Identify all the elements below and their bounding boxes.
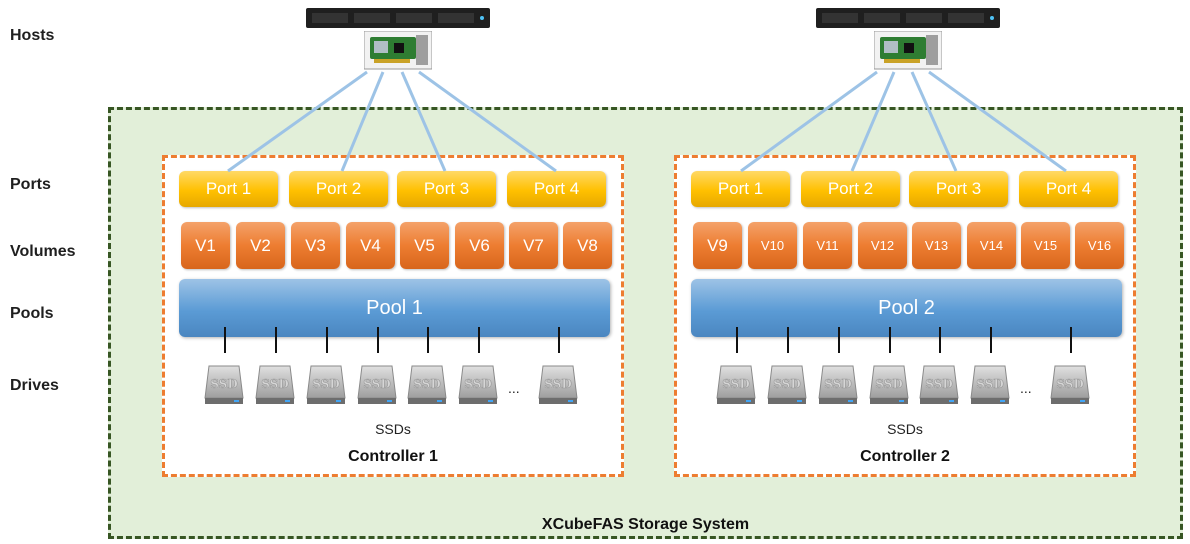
- controller-2: Port 1 Port 2 Port 3 Port 4 V9 V10 V11 V…: [674, 155, 1136, 477]
- link-h2-port2: [850, 71, 896, 172]
- c1-port-3: Port 3: [397, 171, 496, 207]
- link-h2-port3: [910, 71, 958, 172]
- c1-volume-3: V3: [291, 222, 340, 269]
- drive-connector: [224, 327, 226, 353]
- link-h2-port4: [928, 70, 1067, 173]
- svg-text:SSD: SSD: [413, 377, 440, 391]
- c1-pool: Pool 1: [179, 279, 610, 337]
- c2-volume-10: V10: [748, 222, 797, 269]
- c1-volume-7: V7: [509, 222, 558, 269]
- ssd-icon: SSD: [817, 364, 859, 406]
- link-h2-port1: [740, 70, 878, 173]
- c2-drives-ellipsis: ...: [1020, 380, 1032, 396]
- c2-port-1: Port 1: [691, 171, 790, 207]
- ssd-icon: SSD: [969, 364, 1011, 406]
- svg-text:SSD: SSD: [464, 377, 491, 391]
- row-label-pools: Pools: [10, 305, 54, 322]
- c2-volume-15: V15: [1021, 222, 1070, 269]
- c2-volume-11: V11: [803, 222, 852, 269]
- row-label-hosts: Hosts: [10, 27, 55, 44]
- drive-connector: [838, 327, 840, 353]
- c1-volume-1: V1: [181, 222, 230, 269]
- row-label-drives: Drives: [10, 377, 59, 394]
- c1-volume-4: V4: [346, 222, 395, 269]
- c2-pool: Pool 2: [691, 279, 1122, 337]
- ssd-icon: SSD: [356, 364, 398, 406]
- c1-ssds-label: SSDs: [375, 421, 411, 437]
- ssd-icon: SSD: [868, 364, 910, 406]
- c1-port-4: Port 4: [507, 171, 606, 207]
- svg-text:SSD: SSD: [210, 377, 237, 391]
- c2-volume-13: V13: [912, 222, 961, 269]
- c2-volume-9: V9: [693, 222, 742, 269]
- host-1: [306, 7, 490, 70]
- c1-port-1: Port 1: [179, 171, 278, 207]
- network-card-icon: [364, 31, 432, 70]
- link-h1-port3: [400, 71, 447, 172]
- drive-connector: [939, 327, 941, 353]
- c2-controller-label: Controller 2: [860, 448, 950, 465]
- drive-connector: [990, 327, 992, 353]
- link-h1-port1: [227, 70, 368, 173]
- c2-port-4: Port 4: [1019, 171, 1118, 207]
- ssd-icon: SSD: [918, 364, 960, 406]
- ssd-icon: SSD: [203, 364, 245, 406]
- c1-port-2: Port 2: [289, 171, 388, 207]
- svg-text:SSD: SSD: [544, 377, 571, 391]
- svg-text:SSD: SSD: [261, 377, 288, 391]
- storage-system-label: XCubeFAS Storage System: [541, 516, 750, 533]
- c1-volume-5: V5: [400, 222, 449, 269]
- server-icon: [816, 8, 1000, 28]
- link-h1-port4: [418, 70, 557, 173]
- drive-connector: [558, 327, 560, 353]
- drive-connector: [1070, 327, 1072, 353]
- ssd-icon: SSD: [766, 364, 808, 406]
- controller-1: Port 1 Port 2 Port 3 Port 4 V1 V2 V3 V4 …: [162, 155, 624, 477]
- drive-connector: [275, 327, 277, 353]
- ssd-icon: SSD: [457, 364, 499, 406]
- drive-connector: [326, 327, 328, 353]
- ssd-icon: SSD: [305, 364, 347, 406]
- c1-drives-ellipsis: ...: [508, 380, 520, 396]
- drive-connector: [889, 327, 891, 353]
- svg-text:SSD: SSD: [312, 377, 339, 391]
- link-h1-port2: [340, 71, 385, 172]
- drive-connector: [787, 327, 789, 353]
- svg-text:SSD: SSD: [875, 377, 902, 391]
- svg-text:SSD: SSD: [1056, 377, 1083, 391]
- network-card-icon: [874, 31, 942, 70]
- drive-connector: [478, 327, 480, 353]
- ssd-icon: SSD: [254, 364, 296, 406]
- drive-connector: [377, 327, 379, 353]
- c2-volume-14: V14: [967, 222, 1016, 269]
- ssd-icon: SSD: [537, 364, 579, 406]
- c1-volume-6: V6: [455, 222, 504, 269]
- svg-text:SSD: SSD: [824, 377, 851, 391]
- svg-text:SSD: SSD: [773, 377, 800, 391]
- c2-port-2: Port 2: [801, 171, 900, 207]
- drive-connector: [736, 327, 738, 353]
- svg-text:SSD: SSD: [925, 377, 952, 391]
- svg-text:SSD: SSD: [976, 377, 1003, 391]
- c2-port-3: Port 3: [909, 171, 1008, 207]
- row-label-volumes: Volumes: [10, 243, 76, 260]
- c1-volume-8: V8: [563, 222, 612, 269]
- c2-ssds-label: SSDs: [887, 421, 923, 437]
- c2-volume-16: V16: [1075, 222, 1124, 269]
- ssd-icon: SSD: [406, 364, 448, 406]
- host-2: [816, 7, 1000, 70]
- c1-volume-2: V2: [236, 222, 285, 269]
- c1-controller-label: Controller 1: [348, 448, 438, 465]
- svg-text:SSD: SSD: [722, 377, 749, 391]
- c2-volume-12: V12: [858, 222, 907, 269]
- row-label-ports: Ports: [10, 176, 51, 193]
- svg-text:SSD: SSD: [363, 377, 390, 391]
- drive-connector: [427, 327, 429, 353]
- ssd-icon: SSD: [1049, 364, 1091, 406]
- ssd-icon: SSD: [715, 364, 757, 406]
- server-icon: [306, 8, 490, 28]
